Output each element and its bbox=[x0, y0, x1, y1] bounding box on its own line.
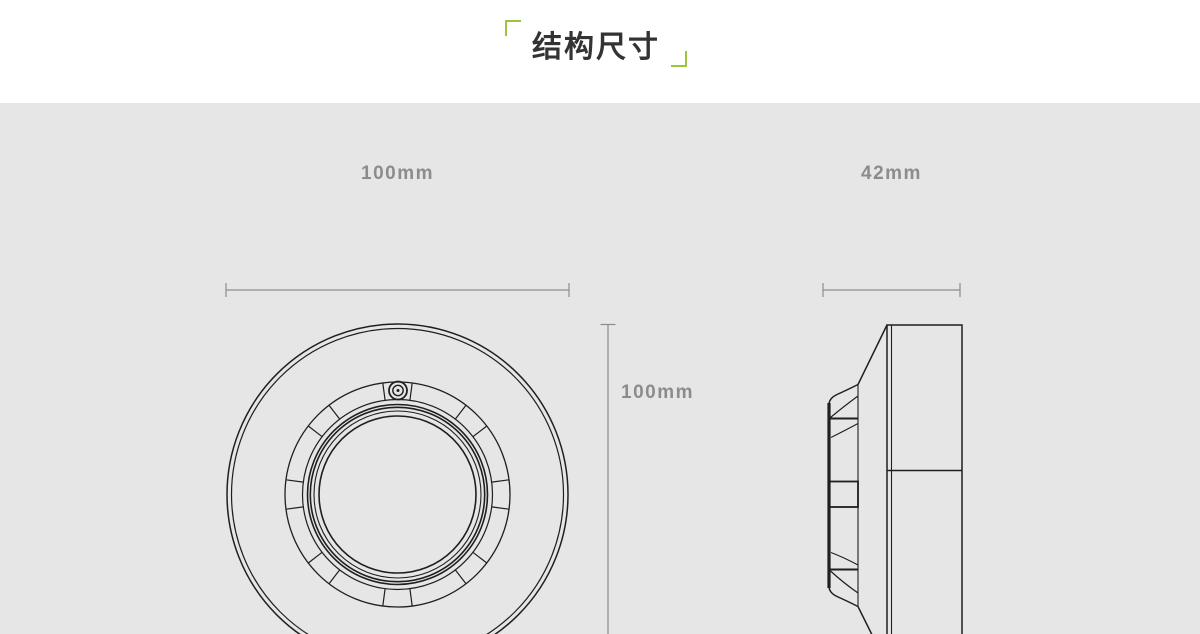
side-curve-bottom-2 bbox=[830, 551, 859, 566]
outer-rim-circle bbox=[226, 323, 569, 634]
front-width-dimension-line bbox=[225, 283, 570, 297]
side-width-dimension-label: 42mm bbox=[861, 163, 922, 184]
side-curve-bottom-1 bbox=[830, 570, 859, 594]
bezel-circle-1 bbox=[306, 403, 489, 586]
front-height-dimension-label: 100mm bbox=[621, 382, 694, 403]
front-view-drawing bbox=[226, 323, 569, 634]
side-body-rect bbox=[886, 324, 963, 634]
side-width-dimension-line bbox=[822, 283, 961, 297]
bezel-circle-2 bbox=[309, 406, 486, 583]
segment-ring-inner-circle bbox=[301, 398, 494, 591]
section-title-block: 结构尺寸 bbox=[505, 20, 687, 67]
side-view-drawing bbox=[827, 324, 963, 634]
bezel-circle-3 bbox=[313, 410, 482, 579]
technical-drawing bbox=[225, 283, 963, 634]
section-header: 结构尺寸 bbox=[0, 0, 1200, 103]
section-title: 结构尺寸 bbox=[532, 30, 660, 64]
side-curve-top-2 bbox=[830, 423, 859, 438]
side-curve-top-1 bbox=[830, 395, 859, 418]
outer-rim-inner-circle bbox=[230, 327, 565, 634]
side-middle-tab bbox=[828, 480, 859, 508]
front-width-dimension-label: 100mm bbox=[361, 163, 434, 184]
screw-icon bbox=[388, 380, 408, 401]
ring-segment-ticks bbox=[285, 382, 510, 607]
bracket-top-left-icon bbox=[505, 20, 521, 36]
front-height-dimension-line bbox=[600, 323, 616, 634]
drawing-panel: 100mm 42mm 100mm bbox=[0, 103, 1200, 634]
lens-circle bbox=[318, 415, 477, 574]
bracket-bottom-right-icon bbox=[671, 51, 687, 67]
